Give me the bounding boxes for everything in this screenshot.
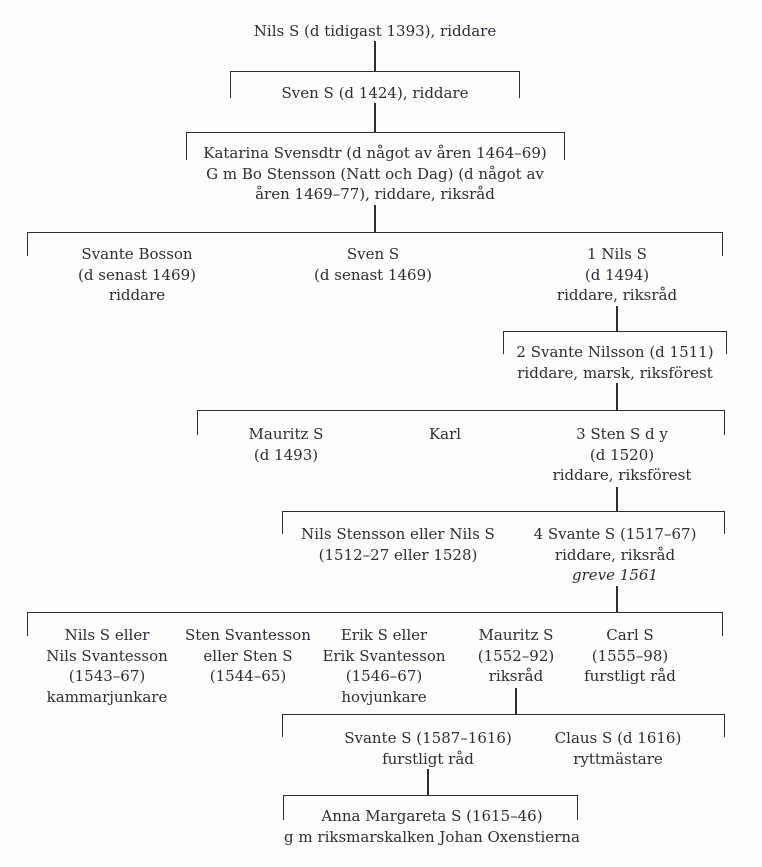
descent-line-gen2 (374, 103, 376, 132)
person-text-line: riddare (108, 286, 166, 304)
person-text-line: riddare, marsk, riksförest (517, 363, 713, 382)
descent-bracket-gen7 (282, 511, 725, 534)
person-text-line: (d senast 1469) (78, 265, 196, 284)
person-text-line: riksråd (488, 667, 544, 685)
person-node-sven-s-1469: Sven S (d senast 1469) (314, 244, 432, 285)
person-text-line: (1555–98) (591, 646, 669, 665)
person-text-line: (1512–27 eller 1528) (318, 545, 478, 564)
descent-bracket-gen2 (230, 71, 520, 98)
person-text-line: furstligt råd (382, 749, 474, 768)
person-node-anna-margareta: Anna Margareta S (1615–46) g m riksmarsk… (284, 806, 580, 847)
person-node-nils-stensson: Nils Stensson eller Nils S (1512–27 elle… (301, 524, 495, 565)
descent-line-4-svante-s (616, 586, 618, 612)
person-text-line: riddare, riksförest (552, 466, 692, 484)
descent-line-svante-s-1587 (427, 769, 429, 795)
descent-line-1-nils-s (616, 306, 618, 331)
person-node-katarina-svensdtr: Katarina Svensdtr (d något av åren 1464–… (203, 143, 546, 205)
descent-bracket-gen6 (197, 410, 725, 435)
descent-line-2-svante-nilsson (616, 383, 618, 410)
person-node-sten-svantesson: Sten Svantesson eller Sten S (1544–65) (185, 625, 311, 687)
person-text-line-italic: greve 1561 (572, 566, 658, 584)
person-node-nils-s-1393: Nils S (d tidigast 1393), riddare (254, 21, 496, 42)
person-text-line: Erik Svantesson (322, 646, 446, 665)
person-node-mauritz-s-1493: Mauritz S (d 1493) (249, 424, 324, 465)
person-text-line: (d 1494) (584, 265, 650, 284)
person-text-line: 2 Svante Nilsson (d 1511) (516, 343, 714, 361)
descent-line-mauritz-s-1552 (515, 688, 517, 714)
person-text-line: (1546–67) (345, 667, 423, 685)
person-text-line: Sten Svantesson (185, 626, 311, 644)
person-text-line: g m riksmarskalken Johan Oxenstierna (284, 827, 580, 846)
person-text-line: Nils Svantesson (46, 646, 168, 665)
person-text-line: Erik S eller (340, 626, 428, 644)
person-text-line: (d 1493) (253, 445, 319, 464)
person-node-carl-s: Carl S (1555–98) furstligt råd (584, 625, 676, 687)
person-node-claus-s: Claus S (d 1616) ryttmästare (555, 728, 682, 769)
person-text-line: eller Sten S (203, 646, 293, 665)
descent-bracket-gen10 (283, 795, 578, 820)
person-text-line: (d senast 1469) (314, 265, 432, 284)
person-text-line: Katarina Svensdtr (d något av åren 1464–… (203, 144, 547, 162)
descent-line-3-sten-s (616, 487, 618, 511)
person-text-line: (d 1520) (589, 445, 655, 464)
person-text-line: Sven S (d 1424), riddare (281, 84, 469, 102)
person-text-line: Mauritz S (478, 626, 554, 644)
descent-bracket-gen9 (282, 714, 725, 737)
person-text-line: Mauritz S (248, 425, 324, 443)
person-text-line: 3 Sten S d y (576, 425, 668, 443)
person-node-nils-s-eller: Nils S eller Nils Svantesson (1543–67) k… (46, 625, 168, 707)
descent-line-gen3 (374, 205, 376, 232)
person-text-line: riddare, riksråd (556, 286, 678, 304)
person-node-svante-s-1587: Svante S (1587–1616) furstligt råd (344, 728, 512, 769)
person-text-line: Nils S (d tidigast 1393), riddare (253, 22, 497, 40)
person-text-line: ryttmästare (573, 749, 663, 768)
person-text-line: Nils Stensson eller Nils S (301, 525, 495, 543)
person-node-3-sten-s: 3 Sten S d y (d 1520) riddare, riksföres… (553, 424, 692, 486)
person-text-line: riddare, riksråd (554, 545, 676, 564)
person-text-line: Nils S eller (64, 626, 150, 644)
person-node-sven-s-1424: Sven S (d 1424), riddare (281, 83, 468, 104)
person-node-erik-s: Erik S eller Erik Svantesson (1546–67) h… (322, 625, 445, 707)
person-text-line: (1552–92) (477, 646, 555, 665)
person-text-line: åren 1469–77), riddare, riksråd (255, 185, 495, 203)
person-text-line: Karl (428, 425, 462, 443)
person-text-line: (1543–67) (68, 667, 146, 685)
person-text-line: Sven S (346, 245, 400, 263)
descent-bracket-svante-nilsson (503, 331, 727, 354)
person-node-svante-bosson: Svante Bosson (d senast 1469) riddare (78, 244, 196, 306)
person-node-4-svante-s: 4 Svante S (1517–67) riddare, riksråd gr… (534, 524, 697, 586)
person-node-1-nils-s: 1 Nils S (d 1494) riddare, riksråd (557, 244, 677, 306)
person-text-line: Anna Margareta S (1615–46) (321, 807, 543, 825)
person-text-line: 4 Svante S (1517–67) (533, 525, 697, 543)
person-text-line: furstligt råd (584, 667, 676, 685)
person-text-line: 1 Nils S (587, 245, 647, 263)
person-text-line: Svante Bosson (81, 245, 193, 263)
person-node-mauritz-s-1552: Mauritz S (1552–92) riksråd (478, 625, 554, 687)
person-node-2-svante-nilsson: 2 Svante Nilsson (d 1511) riddare, marsk… (516, 342, 713, 383)
person-text-line: Svante S (1587–1616) (344, 729, 512, 747)
person-text-line: hovjunkare (341, 687, 427, 706)
person-text-line: Carl S (606, 626, 654, 644)
person-text-line: Claus S (d 1616) (554, 729, 682, 747)
person-text-line: kammarjunkare (46, 687, 168, 706)
person-text-line: (1544–65) (209, 667, 287, 685)
descent-bracket-gen8 (27, 612, 723, 636)
person-node-karl: Karl (429, 424, 461, 445)
descent-bracket-gen3 (186, 132, 565, 160)
person-text-line: G m Bo Stensson (Natt och Dag) (d något … (206, 164, 544, 183)
descent-line-gen1 (374, 41, 376, 71)
descent-bracket-gen4 (27, 232, 723, 256)
